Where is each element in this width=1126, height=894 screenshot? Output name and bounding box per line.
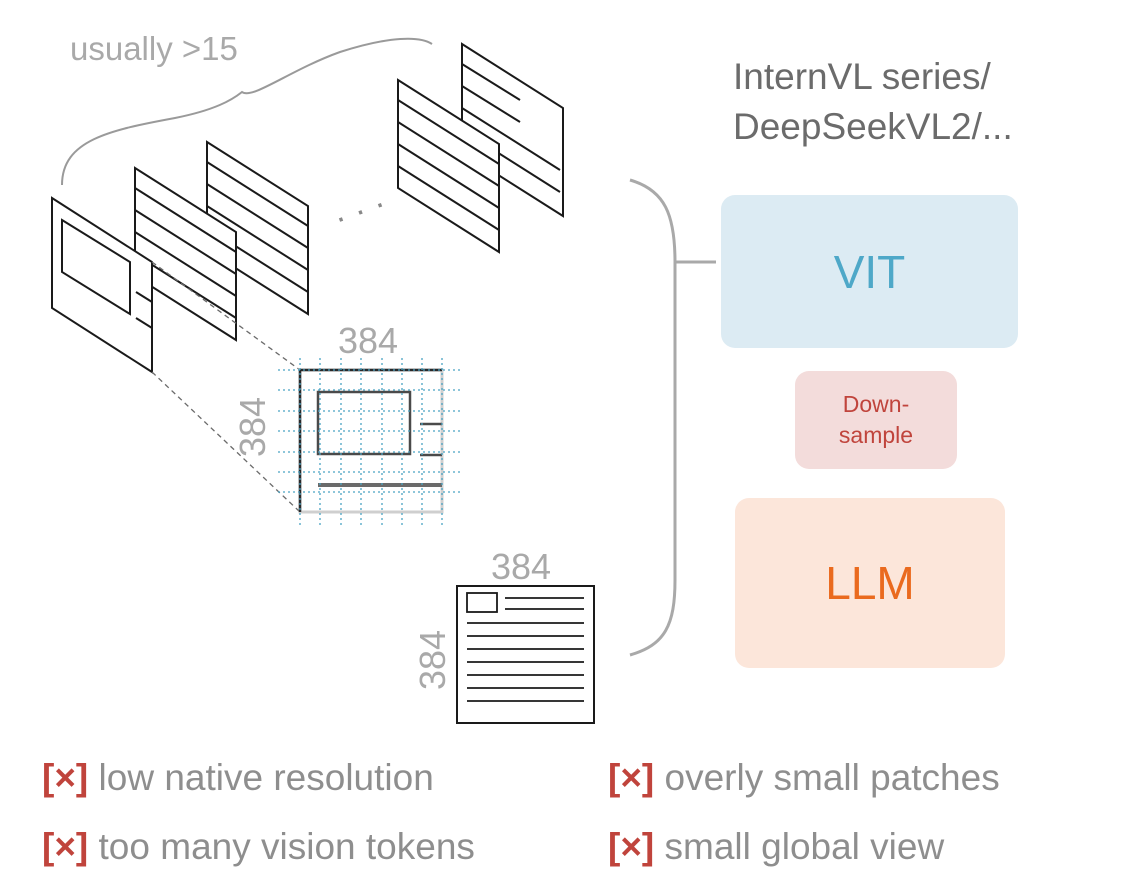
patch-tile <box>278 358 462 526</box>
tile-width-label: 384 <box>338 320 399 361</box>
cross-mark-icon: [×] <box>608 757 655 798</box>
llm-box: LLM <box>735 498 1005 668</box>
crop-count-label: usually >15 <box>70 30 238 67</box>
projection-lines <box>151 261 301 513</box>
crop-page-far-1 <box>397 78 500 254</box>
drawback-text: too many vision tokens <box>98 826 475 867</box>
global-view-page <box>456 585 595 724</box>
llm-label: LLM <box>825 557 915 609</box>
cross-mark-icon: [×] <box>42 757 89 798</box>
global-width-label: 384 <box>491 546 552 587</box>
global-height-label: 384 <box>412 629 453 690</box>
patch-grid <box>278 358 462 526</box>
vit-box: VIT <box>721 195 1018 348</box>
crop-ellipsis: · · · <box>329 184 392 238</box>
drawback-text: overly small patches <box>664 757 1000 798</box>
drawback-item: [×] too many vision tokens <box>42 826 475 868</box>
cross-mark-icon: [×] <box>608 826 655 867</box>
drawback-text: low native resolution <box>98 757 434 798</box>
crop-page-mid-1 <box>134 166 237 342</box>
downsample-label: Down-sample <box>838 391 914 448</box>
vit-label: VIT <box>833 245 906 298</box>
drawback-item: [×] small global view <box>608 826 944 868</box>
downsample-box: Down-sample <box>795 371 957 469</box>
drawback-item: [×] low native resolution <box>42 757 434 799</box>
drawback-item: [×] overly small patches <box>608 757 1000 799</box>
cross-mark-icon: [×] <box>42 826 89 867</box>
tile-height-label: 384 <box>232 396 273 457</box>
model-series-label: InternVL series/ DeepSeekVL2/... <box>733 56 1013 147</box>
drawback-text: small global view <box>664 826 945 867</box>
crop-count-brace <box>61 37 433 186</box>
pipeline-brace <box>629 178 677 657</box>
